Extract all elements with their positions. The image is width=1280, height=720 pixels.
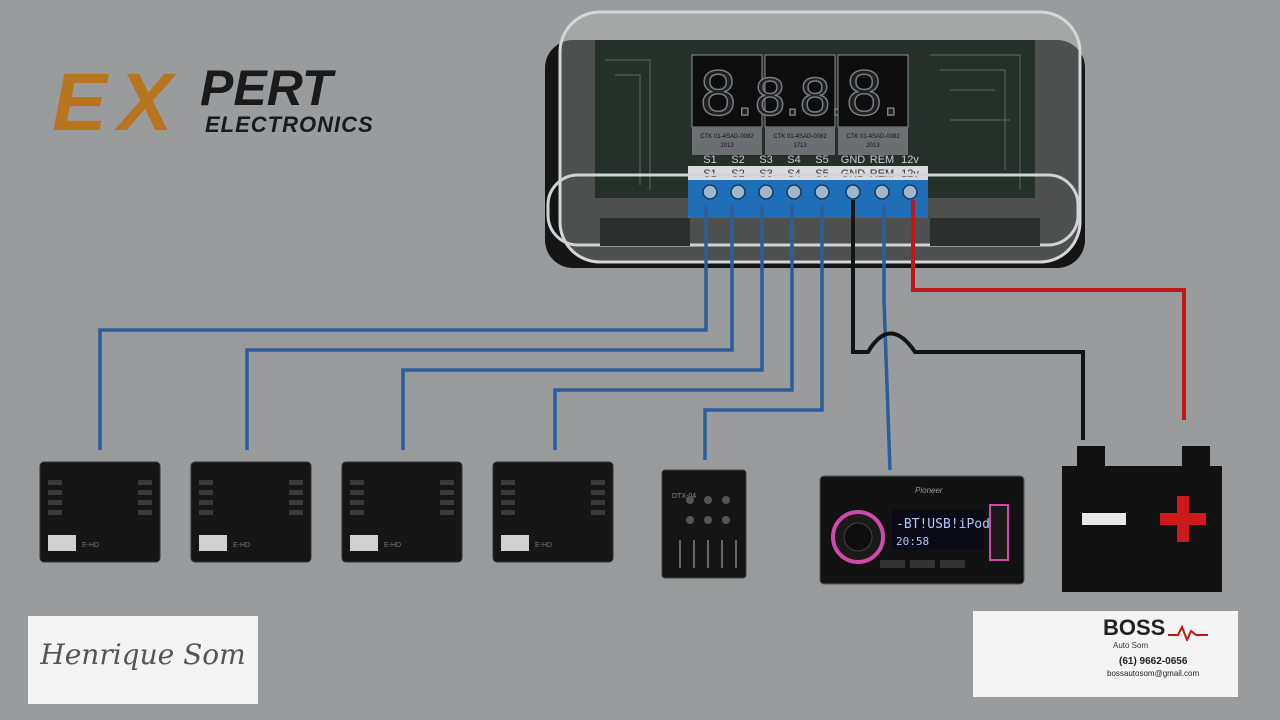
expert-logo: E X PERT ELECTRONICS: [52, 57, 374, 148]
svg-text:8.: 8.: [700, 57, 753, 129]
battery: [1062, 446, 1222, 592]
svg-text:Pioneer: Pioneer: [915, 486, 943, 495]
digit-display-2: 8.8. CTK 01-4SAD-0082 1713: [754, 54, 846, 155]
battery-minus-sign: [1082, 513, 1126, 525]
svg-text:DTX-04: DTX-04: [672, 493, 696, 500]
svg-text:S1: S1: [703, 154, 716, 166]
svg-text:E-HD: E-HD: [233, 542, 250, 549]
wire-gnd: [851, 200, 1085, 440]
svg-text:GND: GND: [841, 154, 866, 166]
radio-display-bottom: 20:58: [896, 535, 929, 548]
amplifier-3: E-HD: [341, 461, 463, 563]
svg-text:S3: S3: [759, 154, 772, 166]
svg-text:S4: S4: [787, 154, 800, 166]
sequencer-module: 8. CTK 01-4SAD-0082 2013 8.8. CTK 01-4SA…: [545, 10, 1085, 268]
battery-plus-sign-v: [1177, 496, 1189, 542]
amplifier-1: E-HD: [39, 461, 161, 563]
logo-mark-x: X: [114, 57, 177, 148]
svg-text:REM: REM: [870, 154, 894, 166]
terminal-silkscreen: S1 S2 S3 S4 S5 GND REM 12v: [703, 154, 919, 166]
svg-text:2013: 2013: [720, 143, 734, 149]
svg-text:E-HD: E-HD: [82, 542, 99, 549]
terminal-screws: [702, 184, 918, 200]
sponsor-email: bossautosom@gmail.com: [1107, 669, 1200, 678]
signal-wires: [98, 205, 892, 471]
crossover: DTX-04: [661, 469, 747, 579]
watermark-text: Henrique Som: [40, 638, 246, 671]
amplifier-2: E-HD: [190, 461, 312, 563]
svg-text:1713: 1713: [793, 143, 807, 149]
head-unit-radio: Pioneer -BT!USB!iPod- 20:58: [819, 475, 1025, 585]
svg-text:12v: 12v: [901, 154, 919, 166]
sponsor-brand: BOSS: [1103, 615, 1166, 640]
logo-subtitle: ELECTRONICS: [205, 112, 374, 137]
wire-12v: [911, 200, 1186, 420]
svg-text:2013: 2013: [866, 143, 880, 149]
svg-text:E-HD: E-HD: [535, 542, 552, 549]
wire-s1: [98, 205, 708, 450]
watermark-card: Henrique Som: [28, 616, 258, 704]
amplifier-4: E-HD: [492, 461, 614, 563]
sponsor-pulse-icon: [1168, 625, 1208, 641]
svg-text:S5: S5: [815, 154, 828, 166]
svg-text:8.8.: 8.8.: [755, 67, 845, 127]
sponsor-phone: (61) 9662-0656: [1119, 656, 1188, 667]
wire-s5: [703, 205, 824, 460]
svg-text:CTK 01-4SAD-0082: CTK 01-4SAD-0082: [700, 134, 754, 140]
svg-text:8.: 8.: [846, 57, 899, 129]
sponsor-sub: Auto Som: [1113, 641, 1149, 650]
svg-text:E-HD: E-HD: [384, 542, 401, 549]
wire-s4: [553, 205, 794, 450]
digit-display-1: 8. CTK 01-4SAD-0082 2013: [691, 54, 763, 155]
sponsor-card: BOSS Auto Som (61) 9662-0656 bossautosom…: [973, 611, 1238, 697]
logo-mark-e: E: [52, 57, 109, 148]
svg-text:S2: S2: [731, 154, 744, 166]
wire-rem: [882, 205, 892, 471]
wire-s3: [401, 205, 764, 450]
svg-text:CTK 01-4SAD-0082: CTK 01-4SAD-0082: [846, 134, 900, 140]
svg-text:CTK 01-4SAD-0082: CTK 01-4SAD-0082: [773, 134, 827, 140]
wire-s2: [245, 205, 734, 450]
logo-word: PERT: [200, 60, 337, 116]
radio-display-top: -BT!USB!iPod-: [896, 517, 998, 532]
digit-display-3: 8. CTK 01-4SAD-0082 2013: [837, 54, 909, 155]
